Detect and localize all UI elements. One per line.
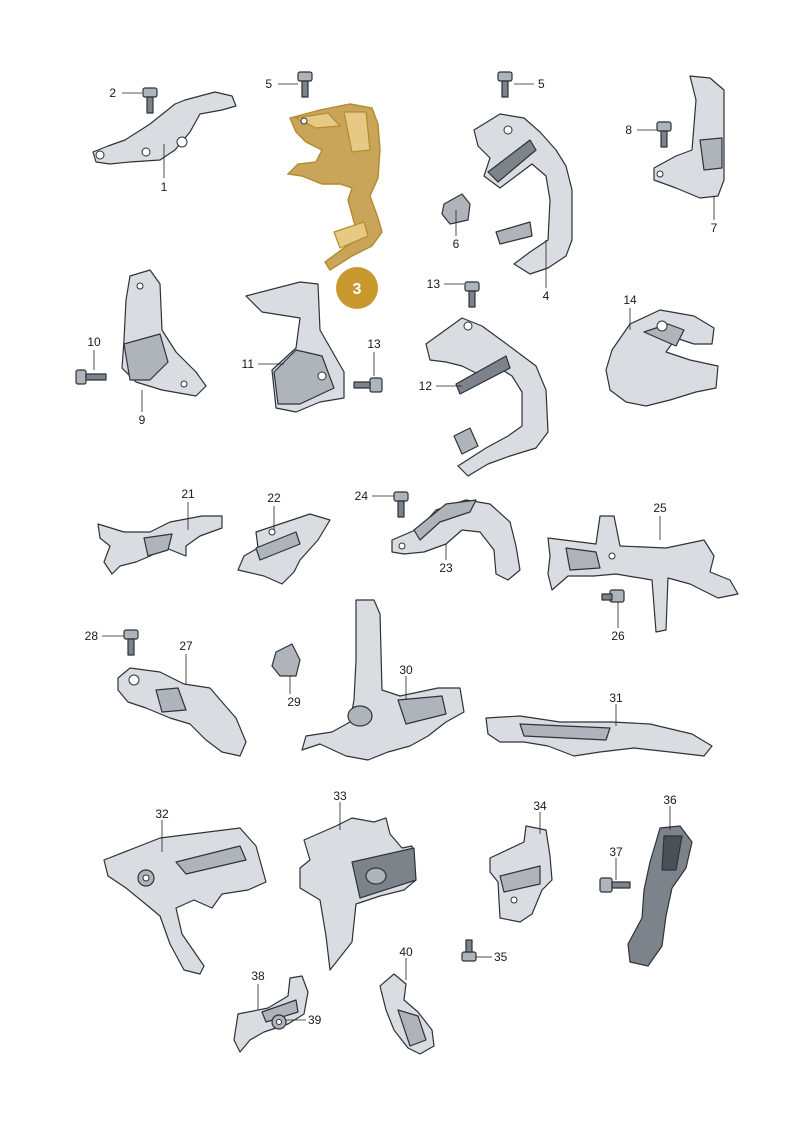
part-38-bracket[interactable] xyxy=(233,975,309,1053)
part-32-bracket[interactable] xyxy=(103,827,267,975)
callout-38: 38 xyxy=(251,969,265,983)
callout-39: 39 xyxy=(308,1013,322,1027)
callout-26: 26 xyxy=(611,629,625,643)
badge-3[interactable]: 3 xyxy=(336,267,378,309)
part-3-highlighted-bracket[interactable] xyxy=(286,103,383,271)
callout-21: 21 xyxy=(181,487,195,501)
callout-1: 1 xyxy=(161,180,168,194)
part-14-bracket[interactable] xyxy=(605,309,719,407)
callout-23: 23 xyxy=(439,561,453,575)
callout-28: 28 xyxy=(85,629,99,643)
callout-37: 37 xyxy=(609,845,623,859)
part-4-bracket[interactable] xyxy=(473,113,573,275)
callout-25: 25 xyxy=(653,501,667,515)
screw-13-left[interactable] xyxy=(353,377,383,393)
screw-10[interactable] xyxy=(75,369,107,385)
part-31-bracket[interactable] xyxy=(485,715,713,757)
screw-28[interactable] xyxy=(123,629,139,656)
callout-8: 8 xyxy=(625,123,632,137)
callout-9: 9 xyxy=(139,413,146,427)
callout-13-left: 13 xyxy=(367,337,381,351)
part-27-bracket[interactable] xyxy=(117,667,247,757)
screw-8[interactable] xyxy=(656,121,672,148)
callout-11: 11 xyxy=(242,357,255,371)
screw-13-right[interactable] xyxy=(464,281,480,308)
screw-2[interactable] xyxy=(142,87,158,114)
screw-5-right[interactable] xyxy=(497,71,513,98)
part-12-bracket[interactable] xyxy=(425,317,549,477)
screw-5-top[interactable] xyxy=(297,71,313,98)
part-22-bracket[interactable] xyxy=(237,513,331,585)
part-1-bracket[interactable] xyxy=(92,91,237,165)
screw-35[interactable] xyxy=(461,939,477,962)
callout-12: 12 xyxy=(419,379,433,393)
part-36-bracket[interactable] xyxy=(627,825,693,967)
callout-30: 30 xyxy=(399,663,413,677)
clip-6[interactable] xyxy=(441,193,471,225)
part-9-bracket[interactable] xyxy=(121,269,207,397)
nut-39[interactable] xyxy=(271,1014,287,1030)
callout-29: 29 xyxy=(287,695,301,709)
callout-4: 4 xyxy=(543,289,550,303)
callout-13-right: 13 xyxy=(427,277,441,291)
callout-35: 35 xyxy=(494,950,508,964)
callout-27: 27 xyxy=(179,639,193,653)
callout-32: 32 xyxy=(155,807,169,821)
callout-31: 31 xyxy=(609,691,623,705)
screw-37[interactable] xyxy=(599,877,631,893)
callout-36: 36 xyxy=(663,793,677,807)
part-11-bracket[interactable] xyxy=(245,281,345,413)
callout-5-top: 5 xyxy=(265,77,272,91)
part-40-bracket[interactable] xyxy=(379,973,435,1055)
part-23-bracket[interactable] xyxy=(391,499,521,581)
callout-5-right: 5 xyxy=(538,77,545,91)
screw-24[interactable] xyxy=(393,491,409,518)
badge-3-label: 3 xyxy=(353,281,362,298)
screw-26[interactable] xyxy=(601,589,625,603)
callout-labels: 2 1 5 5 4 6 8 7 10 9 11 13 13 12 14 21 2… xyxy=(85,77,718,1027)
part-25-bracket[interactable] xyxy=(547,515,739,633)
part-21-bracket[interactable] xyxy=(97,515,223,575)
callout-34: 34 xyxy=(533,799,547,813)
part-29-clip[interactable] xyxy=(271,643,301,677)
callout-10: 10 xyxy=(87,335,101,349)
callout-40: 40 xyxy=(399,945,413,959)
callout-7: 7 xyxy=(711,221,718,235)
part-30-bracket[interactable] xyxy=(301,599,465,761)
callout-2: 2 xyxy=(109,86,116,100)
callout-24: 24 xyxy=(355,489,369,503)
callout-14: 14 xyxy=(623,293,637,307)
leader-lines xyxy=(93,83,715,1021)
part-34-bracket[interactable] xyxy=(489,825,553,923)
callout-6: 6 xyxy=(453,237,460,251)
callout-22: 22 xyxy=(267,491,281,505)
part-7-bracket[interactable] xyxy=(653,75,725,199)
part-33-bracket[interactable] xyxy=(299,817,417,971)
callout-33: 33 xyxy=(333,789,347,803)
